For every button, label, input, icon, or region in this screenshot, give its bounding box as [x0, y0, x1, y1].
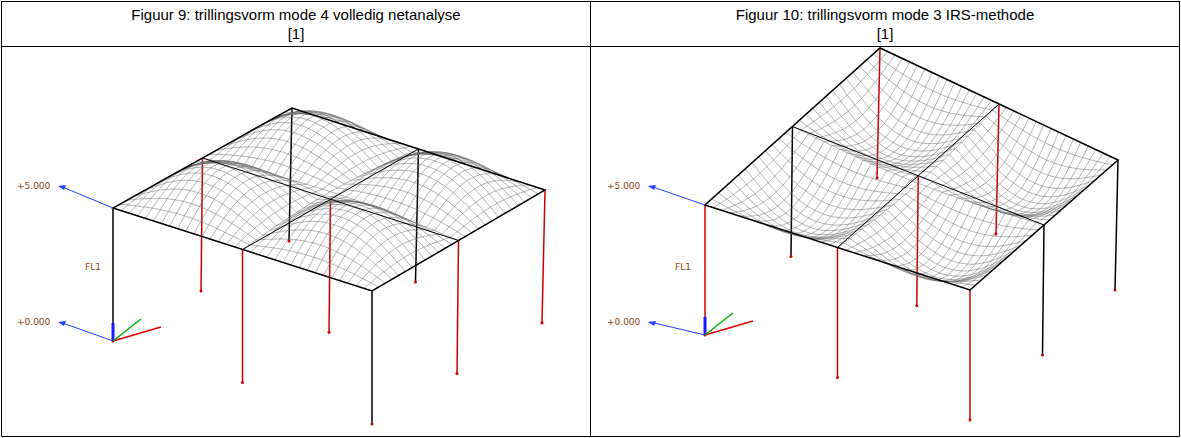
table-grid [2, 46, 1180, 437]
level-label: +5.000 [16, 181, 51, 192]
floor-label: FL1 [674, 262, 692, 273]
level-label: +0.000 [16, 317, 51, 328]
level-label: +0.000 [606, 317, 641, 328]
mode-shape-plot [648, 48, 1118, 422]
figure-caption: Figuur 10: trillingsvorm mode 3 IRS-meth… [728, 5, 1043, 43]
mode-shape-plot [58, 108, 545, 426]
level-label: +5.000 [606, 181, 641, 192]
figure-caption: Figuur 9: trillingsvorm mode 4 volledig … [123, 5, 469, 43]
caption-cell: Figuur 9: trillingsvorm mode 4 volledig … [1, 1, 591, 47]
caption-cell: Figuur 10: trillingsvorm mode 3 IRS-meth… [590, 1, 1180, 47]
floor-label: FL1 [84, 262, 102, 273]
